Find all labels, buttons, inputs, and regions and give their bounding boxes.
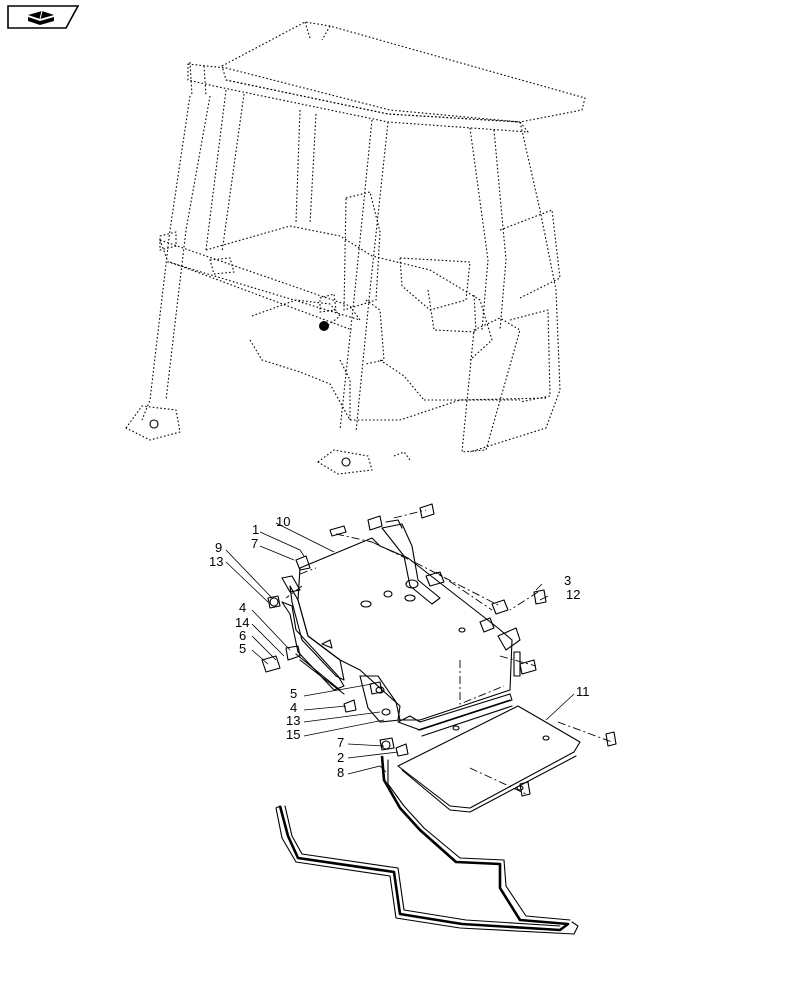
callout-7[interactable]: 7 (251, 536, 258, 551)
callout-14[interactable]: 14 (235, 615, 249, 630)
floor-plate-assembly (261, 503, 617, 935)
callout-4b[interactable]: 4 (290, 700, 297, 715)
callout-15[interactable]: 15 (286, 727, 300, 742)
book-arrow-icon (28, 10, 54, 25)
callout-5b[interactable]: 5 (290, 686, 297, 701)
callout-12[interactable]: 12 (566, 587, 580, 602)
callout-7b[interactable]: 7 (337, 735, 344, 750)
callout-9[interactable]: 9 (215, 540, 222, 555)
callout-8[interactable]: 8 (337, 765, 344, 780)
callout-labels: 1 10 7 9 13 3 12 4 14 6 5 11 5 4 13 15 7… (209, 514, 590, 780)
nav-badge[interactable] (6, 4, 80, 30)
callout-13b[interactable]: 13 (286, 713, 300, 728)
callout-2[interactable]: 2 (337, 750, 344, 765)
callout-11[interactable]: 11 (576, 684, 590, 699)
callout-10[interactable]: 10 (276, 514, 290, 529)
callout-5[interactable]: 5 (239, 641, 246, 656)
callout-3[interactable]: 3 (564, 573, 571, 588)
callout-4[interactable]: 4 (239, 600, 246, 615)
fasteners (261, 503, 617, 797)
cab-assembly (125, 21, 586, 475)
callout-13[interactable]: 13 (209, 554, 223, 569)
callout-6[interactable]: 6 (239, 628, 246, 643)
leader-lines (225, 522, 575, 775)
callout-1[interactable]: 1 (252, 522, 259, 537)
